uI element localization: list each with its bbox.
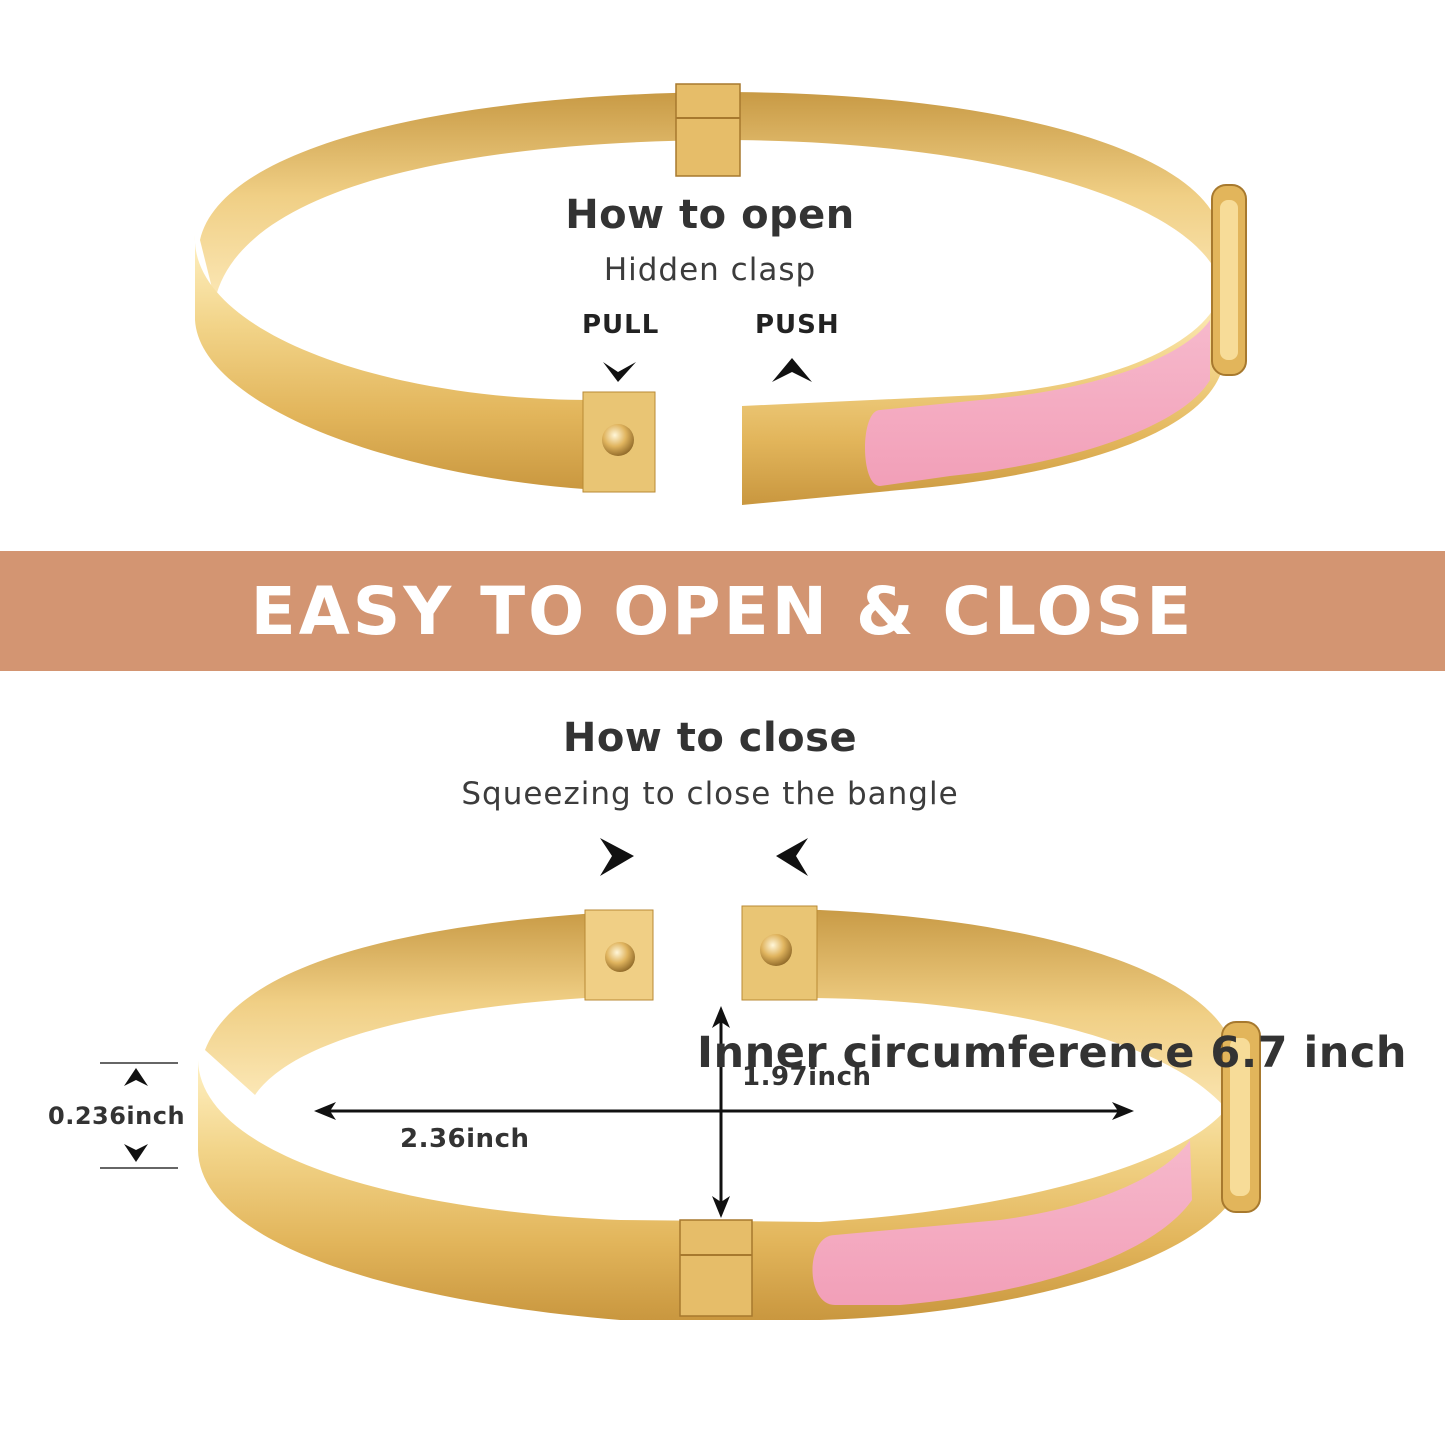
squeeze-left-arrow-icon [600, 838, 634, 876]
pull-arrow-icon [603, 362, 636, 382]
diameter-dimension [314, 1102, 1134, 1120]
clover-charm-bottom [1221, 1021, 1261, 1213]
push-arrow-icon [772, 358, 812, 382]
headline-banner: EASY TO OPEN & CLOSE [0, 551, 1445, 671]
pull-label: PULL [582, 310, 660, 340]
clover-charm [1211, 184, 1247, 376]
height-dimension [712, 1006, 730, 1218]
width-dimension [100, 1062, 178, 1169]
open-title: How to open [565, 192, 855, 238]
close-title: How to close [562, 715, 858, 761]
height-label: 1.97inch [742, 1062, 872, 1092]
width-label: 0.236inch [48, 1102, 186, 1130]
push-label: PUSH [755, 310, 840, 340]
diameter-label: 2.36inch [400, 1124, 530, 1154]
headline-text: EASY TO OPEN & CLOSE [250, 573, 1195, 650]
open-bangle [194, 83, 1247, 505]
open-subtitle: Hidden clasp [603, 252, 817, 288]
close-subtitle: Squeezing to close the bangle [461, 776, 959, 812]
squeeze-right-arrow-icon [776, 838, 808, 876]
circumference-label: Inner circumference 6.7 inch [697, 1028, 1407, 1078]
close-bangle [198, 905, 1261, 1320]
